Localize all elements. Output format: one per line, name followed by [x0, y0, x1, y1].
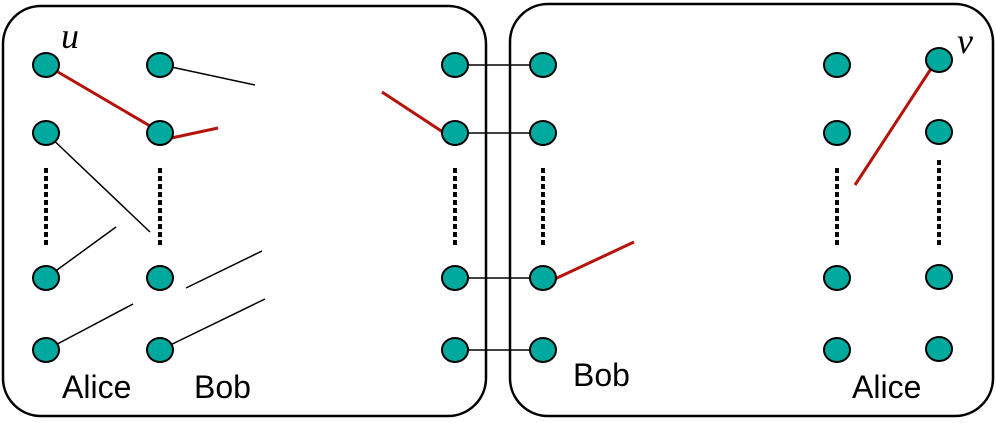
label-right-alice: Alice	[852, 369, 921, 405]
edge	[159, 298, 266, 351]
edge	[45, 303, 134, 351]
edge	[161, 64, 256, 86]
node	[146, 265, 174, 291]
highlight-edge	[45, 63, 163, 135]
node	[441, 265, 469, 291]
node	[823, 265, 851, 291]
node	[529, 265, 557, 291]
node-u	[32, 52, 60, 78]
label-left-bob: Bob	[194, 369, 251, 405]
label-right-bob: Bob	[573, 357, 630, 393]
node	[441, 52, 469, 78]
node	[823, 120, 851, 146]
left-box	[1, 4, 488, 418]
node	[925, 336, 953, 362]
edge	[185, 250, 263, 289]
highlight-edge	[541, 240, 635, 287]
label-u: u	[61, 16, 79, 56]
node	[146, 337, 174, 363]
edges	[45, 64, 542, 351]
node	[925, 119, 953, 145]
node	[823, 52, 851, 78]
node	[32, 337, 60, 363]
label-left-alice: Alice	[62, 369, 131, 405]
edge	[45, 132, 151, 233]
node	[529, 52, 557, 78]
node	[146, 52, 174, 78]
right-box	[508, 2, 995, 418]
node	[441, 120, 469, 146]
node	[146, 120, 174, 146]
highlight-edges	[45, 57, 940, 287]
node	[32, 265, 60, 291]
node	[925, 264, 953, 290]
node	[823, 337, 851, 363]
edge	[45, 226, 117, 279]
nodes	[32, 47, 953, 363]
ellipsis-markers	[44, 160, 941, 245]
node-v	[925, 47, 953, 73]
node	[32, 120, 60, 146]
node	[441, 337, 469, 363]
node	[529, 120, 557, 146]
node	[529, 337, 557, 363]
highlight-edge	[853, 57, 940, 186]
label-v: v	[957, 21, 973, 61]
